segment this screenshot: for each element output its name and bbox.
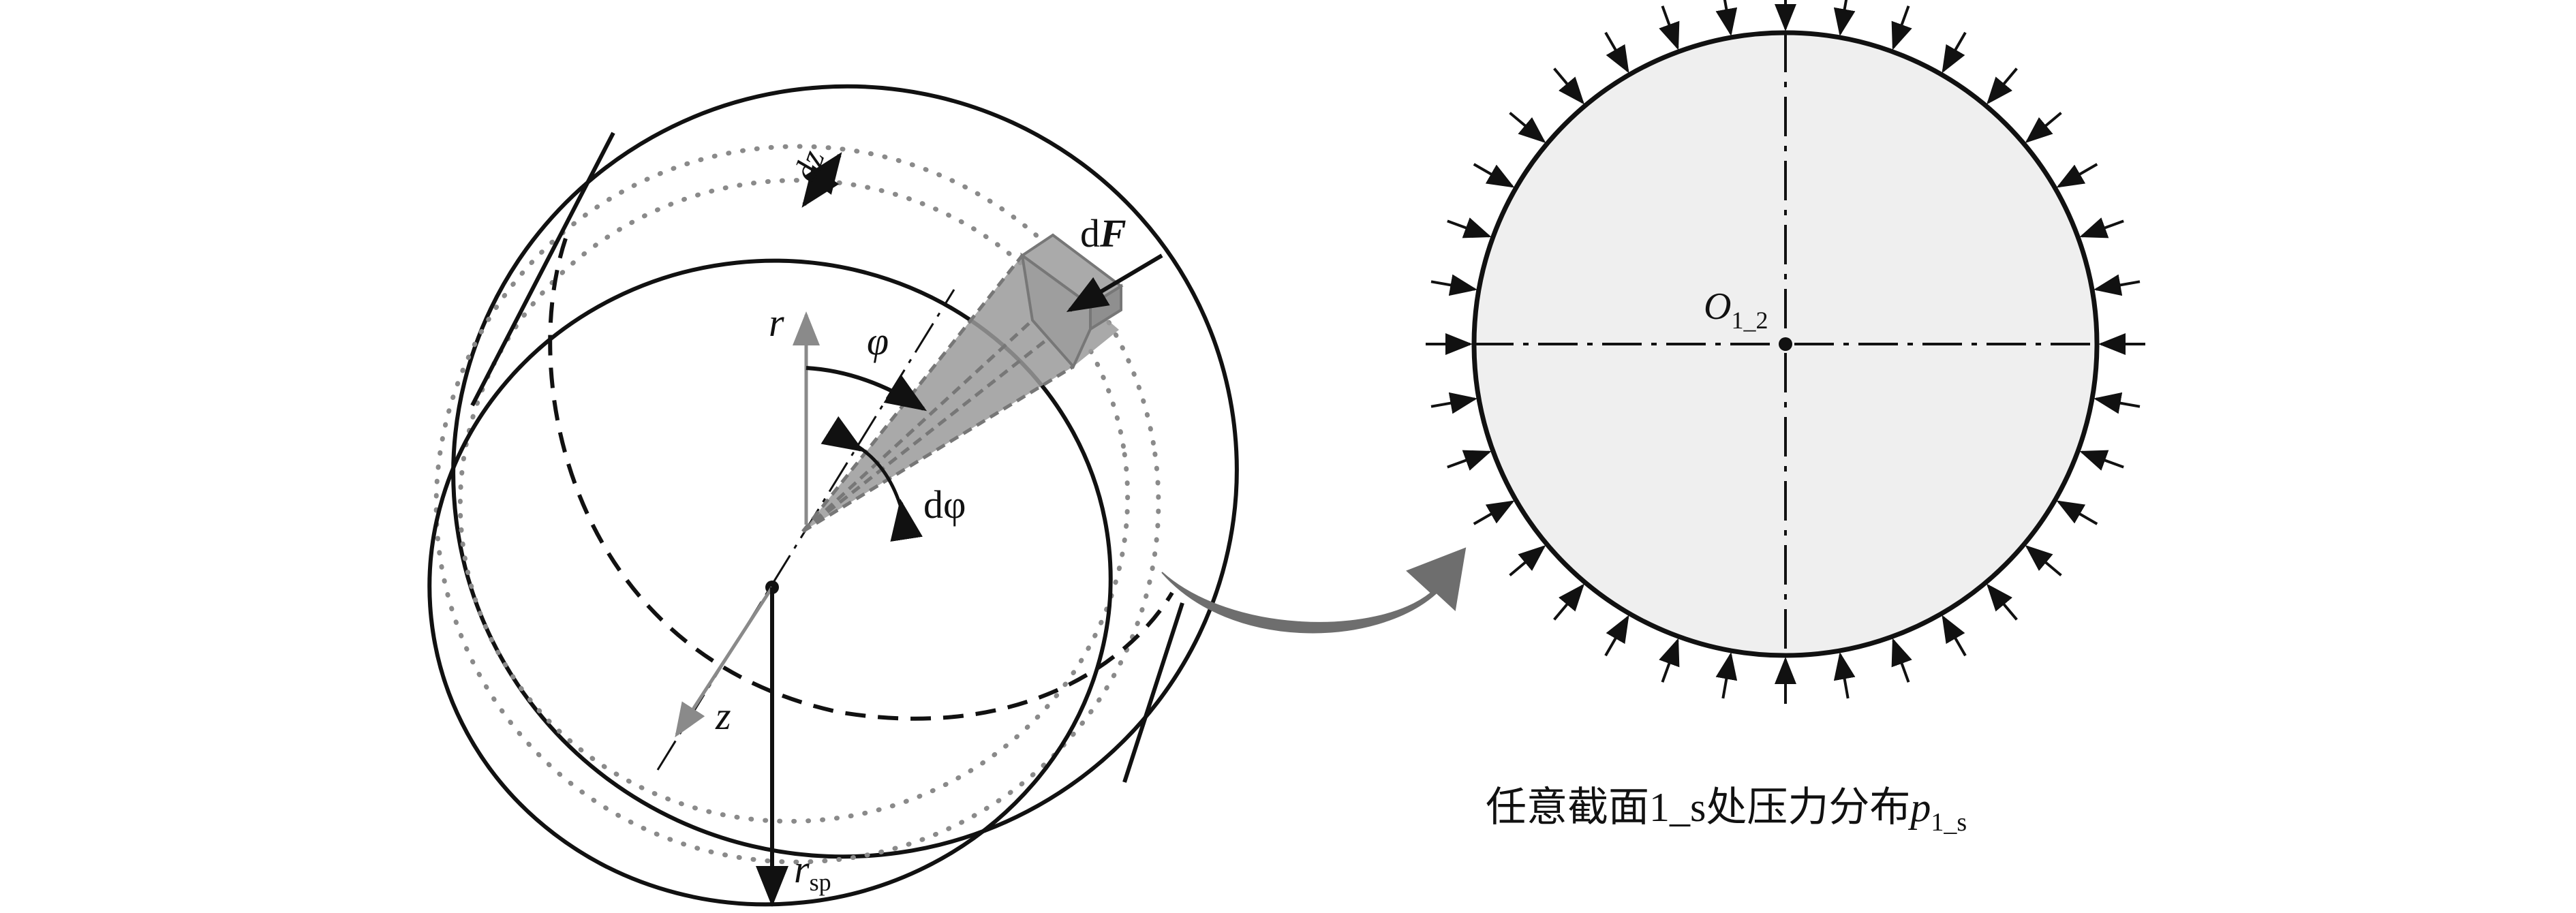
z-axis-arrow <box>675 586 774 738</box>
pressure-arrow <box>2056 163 2098 188</box>
pressure-arrow <box>1715 652 1738 699</box>
dF-arrow <box>1066 253 1163 313</box>
pressure-arrow <box>1447 217 1492 238</box>
dotted-circle-inner <box>457 178 1131 824</box>
dphi-label: dφ <box>923 482 966 527</box>
pressure-arrow <box>1430 274 1477 296</box>
pressure-arrow <box>2025 545 2062 576</box>
pressure-arrow <box>1833 652 1856 699</box>
pressure-arrow <box>1891 638 1912 683</box>
pressure-arrow <box>1659 5 1680 50</box>
pressure-arrow <box>2056 500 2098 525</box>
pressure-arrows <box>1426 0 2145 704</box>
pressure-arrow <box>2079 217 2124 238</box>
dF-label: dF <box>1080 211 1126 256</box>
caption: 任意截面1_s处压力分布p1_s <box>1486 785 1967 837</box>
pressure-arrow <box>1473 163 1515 188</box>
cylinder-tangent-top <box>470 131 615 407</box>
pressure-arrow <box>1509 112 1546 143</box>
r-label: r <box>769 300 784 345</box>
dotted-circle-outer <box>433 144 1161 865</box>
cylinder-tangent-bottom <box>1122 602 1184 783</box>
pressure-arrow <box>1553 583 1584 621</box>
pressure-arrow <box>1430 392 1477 414</box>
cylinder-diagram: dz dF r φ dφ z rsp <box>427 84 1239 907</box>
phi-label: φ <box>867 319 889 363</box>
transition-arrow <box>1161 547 1467 634</box>
center-label: O1_2 <box>1704 285 1768 334</box>
pressure-arrow <box>2025 112 2062 143</box>
pressure-arrow <box>1942 615 1967 657</box>
dphi-arrow-a <box>821 416 865 452</box>
pressure-arrow <box>1833 0 1856 36</box>
pressure-arrow <box>2094 274 2141 296</box>
dz-double-arrow <box>801 152 842 208</box>
pressure-arrow <box>1509 545 1546 576</box>
pressure-arrow <box>1987 583 2018 621</box>
cylinder-back-rim <box>451 84 1239 859</box>
r-sp-label: rsp <box>794 847 831 896</box>
pressure-arrow <box>2094 392 2141 414</box>
pressure-arrow <box>1987 67 2018 105</box>
pressure-arrow <box>1473 500 1515 525</box>
pressure-arrow <box>1604 615 1629 657</box>
pressure-arrow <box>2079 450 2124 471</box>
pressure-arrow <box>1604 31 1629 74</box>
pressure-arrow <box>1715 0 1738 36</box>
pressure-arrow <box>1891 5 1912 50</box>
dphi-arrow-b <box>890 499 923 542</box>
cross-section-diagram: O1_2 <box>1426 0 2145 704</box>
pressure-arrow <box>1553 67 1584 105</box>
pressure-arrow <box>1659 638 1680 683</box>
pressure-arrow <box>1942 31 1967 74</box>
cylinder-front-rim <box>427 258 1113 907</box>
phi-arc-arrow <box>806 366 927 412</box>
pressure-arrow <box>1447 450 1492 471</box>
section-center-point <box>1779 337 1792 351</box>
z-label: z <box>715 694 731 738</box>
